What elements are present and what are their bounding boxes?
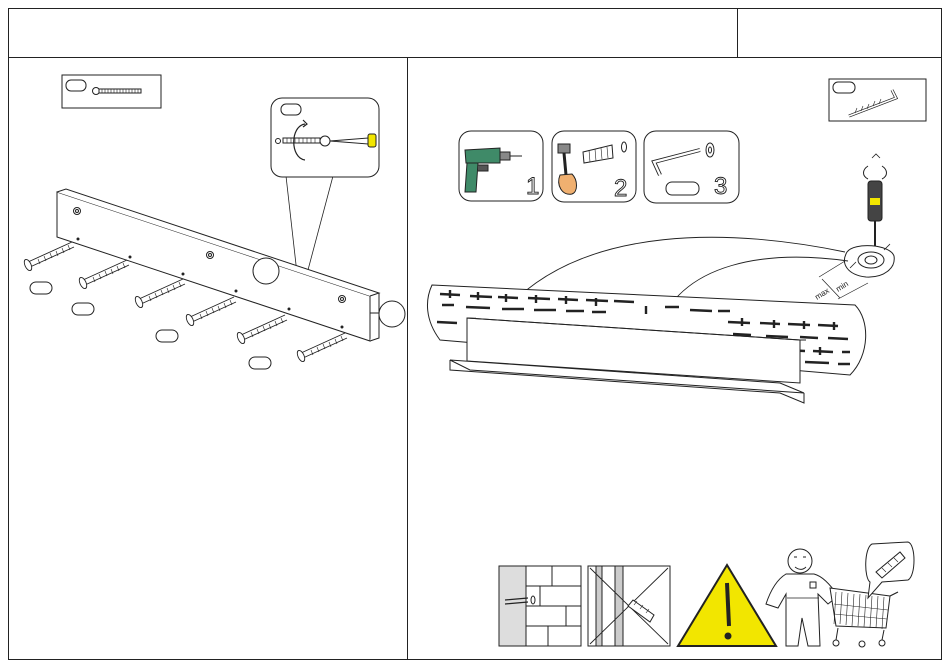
screw [78, 260, 129, 290]
bracket-adjuster: min max [813, 154, 894, 302]
part-badge [30, 282, 52, 294]
part-badge [249, 357, 271, 369]
knob [379, 301, 405, 327]
solid-wall-anchor-icon [499, 566, 581, 646]
screw [236, 315, 287, 345]
screwdriver-icon [864, 154, 887, 250]
step-3-box: 3 [644, 131, 739, 203]
right-fitting-box [829, 79, 926, 121]
shopping-cart-icon [830, 542, 914, 647]
part-badge [156, 330, 178, 342]
qty-badge [66, 80, 86, 91]
coat-rack-board [57, 189, 405, 341]
qty-badge [833, 82, 855, 93]
step-2-box: 2 [552, 131, 636, 202]
left-fitting-box [62, 75, 161, 108]
hollow-wall-no-icon [588, 566, 670, 646]
step-1-box: 1 [459, 131, 543, 201]
store-assistant-icon [766, 549, 838, 646]
step-number: 3 [714, 173, 727, 200]
part-badge [72, 303, 94, 315]
screw [134, 279, 185, 309]
screw [23, 242, 74, 272]
screw [185, 297, 236, 327]
step-number: 2 [614, 175, 627, 202]
warning-row [499, 542, 914, 647]
max-label: max [813, 286, 831, 302]
screw [296, 333, 347, 363]
min-label: min [834, 279, 850, 293]
caution-triangle-icon [678, 565, 776, 646]
machine-screw-icon [93, 88, 142, 95]
knob [253, 258, 279, 284]
step-number: 1 [526, 173, 539, 200]
